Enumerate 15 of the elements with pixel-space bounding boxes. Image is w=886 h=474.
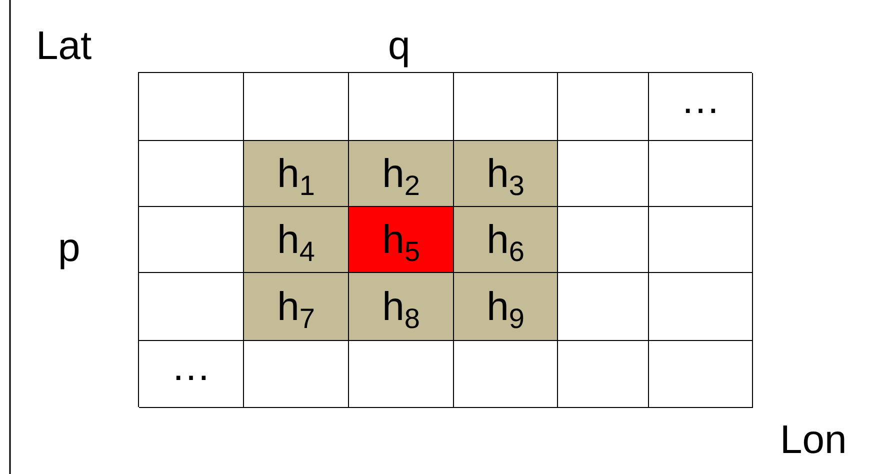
axis-label: Lat: [36, 26, 92, 66]
cell-label: h$_{9}$: [486, 286, 526, 326]
cell-label: h$_{2}$: [381, 154, 421, 194]
axis-label: Lon: [780, 420, 847, 460]
cell-label: h$_{7}$: [276, 286, 316, 326]
ellipsis: …: [170, 347, 212, 388]
ellipsis: …: [680, 80, 722, 120]
axis-label: q: [388, 26, 410, 66]
cell-label: h$_{3}$: [486, 154, 526, 194]
axis-label: p: [58, 228, 80, 268]
cell-label: h$_{5}$: [381, 220, 421, 260]
cell-label: h$_{4}$: [276, 220, 316, 260]
cell-label: h$_{8}$: [381, 286, 421, 326]
cell-label: h$_{6}$: [486, 220, 526, 260]
cell-label: h$_{1}$: [276, 154, 316, 194]
